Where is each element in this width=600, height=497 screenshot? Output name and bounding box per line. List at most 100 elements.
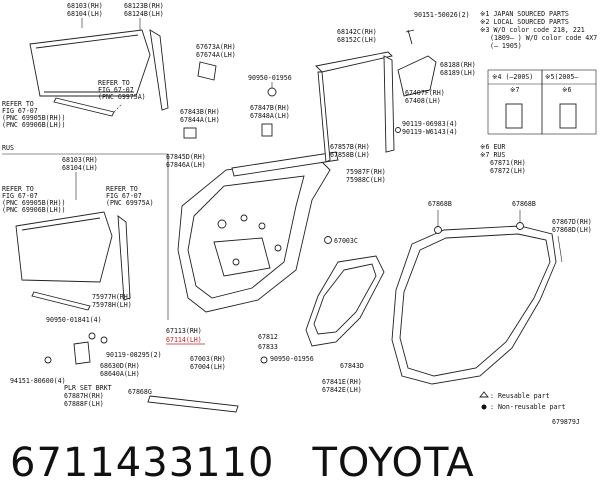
callout-67857: 67857B(RH) [330,143,370,151]
box-tag-6: ※6 [562,86,572,94]
note-6: ※6 EUR [480,143,505,151]
weatherstrip: 67868B 67868B 67867D(RH) 67868D(LH) [391,200,592,385]
callout-67843: 67843B(RH) [180,108,220,116]
callout-68188: 68188(RH) [440,61,476,69]
box-tag-7: ※7 [510,86,520,94]
callout-67847: 67847B(RH) [250,104,290,112]
callout-67674: 67674A(LH) [196,51,236,59]
quarter-window-glass [397,55,437,97]
legend-reusable: : Reusable part [490,392,550,400]
rus-label: RUS [2,144,14,152]
callout-90119-08295: 90119-08295(2) [106,351,162,359]
callout-67833: 67833 [258,343,278,351]
refer-mid-left-pnc-lh: (PNC 69906B(LH)) [2,206,66,214]
callout-67888: 67888F(LH) [64,400,104,408]
note-1: ※1 JAPAN SOURCED PARTS [480,10,569,18]
nonreusable-dot-icon [481,404,487,410]
callout-67114: 67114(LH) [166,336,202,344]
callout-68104-top: 68104(LH) [67,10,103,18]
top-left-glass-group: 68103(RH) 68104(LH) 68123B(RH) 68124B(LH… [2,2,169,129]
stopper-part [183,127,197,139]
callout-67848: 67848A(LH) [250,112,290,120]
figure-number: 679879J [552,418,580,426]
refer-mid-right-pnc: (PNC 69975A) [106,199,154,207]
callout-68103-top: 68103(RH) [67,2,103,10]
door-frame-channel [315,51,393,73]
plr-set-brkt: PLR SET BRKT [64,384,112,392]
refer-left-pnc-lh: (PNC 69906B(LH)) [2,121,66,129]
door-frame-upright [317,71,331,163]
rear-door-panel [177,157,331,313]
door-hinge [73,341,91,365]
callout-67842: 67842E(LH) [322,386,362,394]
callout-90119b: 90119-W6143(4) [402,128,458,136]
clip-variant-a [505,103,523,129]
outer-belt-moulding-clip [197,61,217,81]
refer-top-pnc: (PNC 69975A) [98,93,146,101]
callout-90950-01841: 90950-01841(4) [46,316,102,324]
notes-block: ※1 JAPAN SOURCED PARTS ※2 LOCAL SOURCED … [480,10,597,175]
callout-90950-01956a: 90950-01956 [248,74,292,82]
refer-top-fig: FIG 67-07 [98,86,134,94]
callout-68124: 68124B(LH) [124,10,164,18]
callout-67868: 67868D(LH) [552,226,592,234]
callout-68103-mid: 68103(RH) [62,156,98,164]
division-bar-mid [117,215,131,301]
callout-67673: 67673A(RH) [196,43,236,51]
callout-75978: 75978H(LH) [92,301,132,309]
division-bar [149,29,169,111]
door-weatherstrip-inner [399,233,551,377]
service-hole-cover: 67003C 67812 67833 90950-01956 67843D 67… [258,236,385,394]
door-panel [177,151,339,313]
callout-67845: 67845D(RH) [166,153,206,161]
refer-mid-right: REFER TO [106,185,138,193]
refer-left: REFER TO [2,100,34,108]
callout-67004: 67004(LH) [190,363,226,371]
refer-mid-left: REFER TO [2,185,34,193]
glass-run-channel-mid [31,291,91,311]
reusable-triangle-icon [479,391,489,398]
screw-icon [407,29,413,45]
callout-90119a: 90119-06983(4) [402,120,458,128]
door-parts-diagram: 68103(RH) 68104(LH) 68123B(RH) 68124B(LH… [2,2,597,426]
refer-mid-left-fig: FIG 67-07 [2,192,38,200]
callout-67846: 67846A(LH) [166,161,206,169]
callout-67812: 67812 [258,333,278,341]
lower-left-parts: 75977H(RH) 75978H(LH) 90950-01841(4) 671… [10,293,239,413]
variant-box-right [541,69,597,135]
legend: : Reusable part : Non-reusable part 6798… [479,391,580,426]
callout-68104-mid: 68104(LH) [62,164,98,172]
callout-68630: 68630D(RH) [100,362,140,370]
callout-75987: 75987F(RH) [346,168,386,176]
callout-68189: 68189(LH) [440,69,476,77]
callout-94151: 94151-80600(4) [10,377,66,385]
callout-67003C: 67003C [334,237,358,245]
callout-67867: 67867D(RH) [552,218,592,226]
note-5: ※5(2005— [545,73,578,81]
door-service-hole-cover [305,255,385,347]
top-middle-parts: 67673A(RH) 67674A(LH) 90950-01956 67843B… [166,43,292,169]
refer-left-pnc-rh: (PNC 69905B(RH)) [2,114,66,122]
bracket-part [261,123,273,137]
callout-67858: 67858B(LH) [330,151,370,159]
grommet-icon [267,87,277,97]
callout-67003: 67003(RH) [190,355,226,363]
note-3c: (— 1905) [490,42,522,50]
callout-67408: 67408(LH) [405,97,441,105]
callout-67868B-left: 67868B [428,200,452,208]
callout-67887: 67887H(RH) [64,392,104,400]
clip-variant-b [559,103,577,129]
callout-67407: 67407F(RH) [405,89,445,97]
rus-variant-box: RUS 68103(RH) 68104(LH) REFER TO FIG 67-… [2,144,169,320]
callout-67871: 67871(RH) [490,159,526,167]
note-3b: (1809— ) W/O color code 4X7 [490,34,597,42]
callout-67872: 67872(LH) [490,167,526,175]
frame-moulding: 68142C(RH) 68152C(LH) 90151-50026(2) 681… [315,11,476,184]
callout-67841: 67841E(RH) [322,378,362,386]
callout-68142: 68142C(RH) [337,28,377,36]
note-7: ※7 RUS [480,151,505,159]
part-number: 6711433110 [10,440,275,486]
callout-68152: 68152C(LH) [337,36,377,44]
door-outer-frame-rail [231,151,339,177]
rear-door-glass-top [29,29,151,97]
